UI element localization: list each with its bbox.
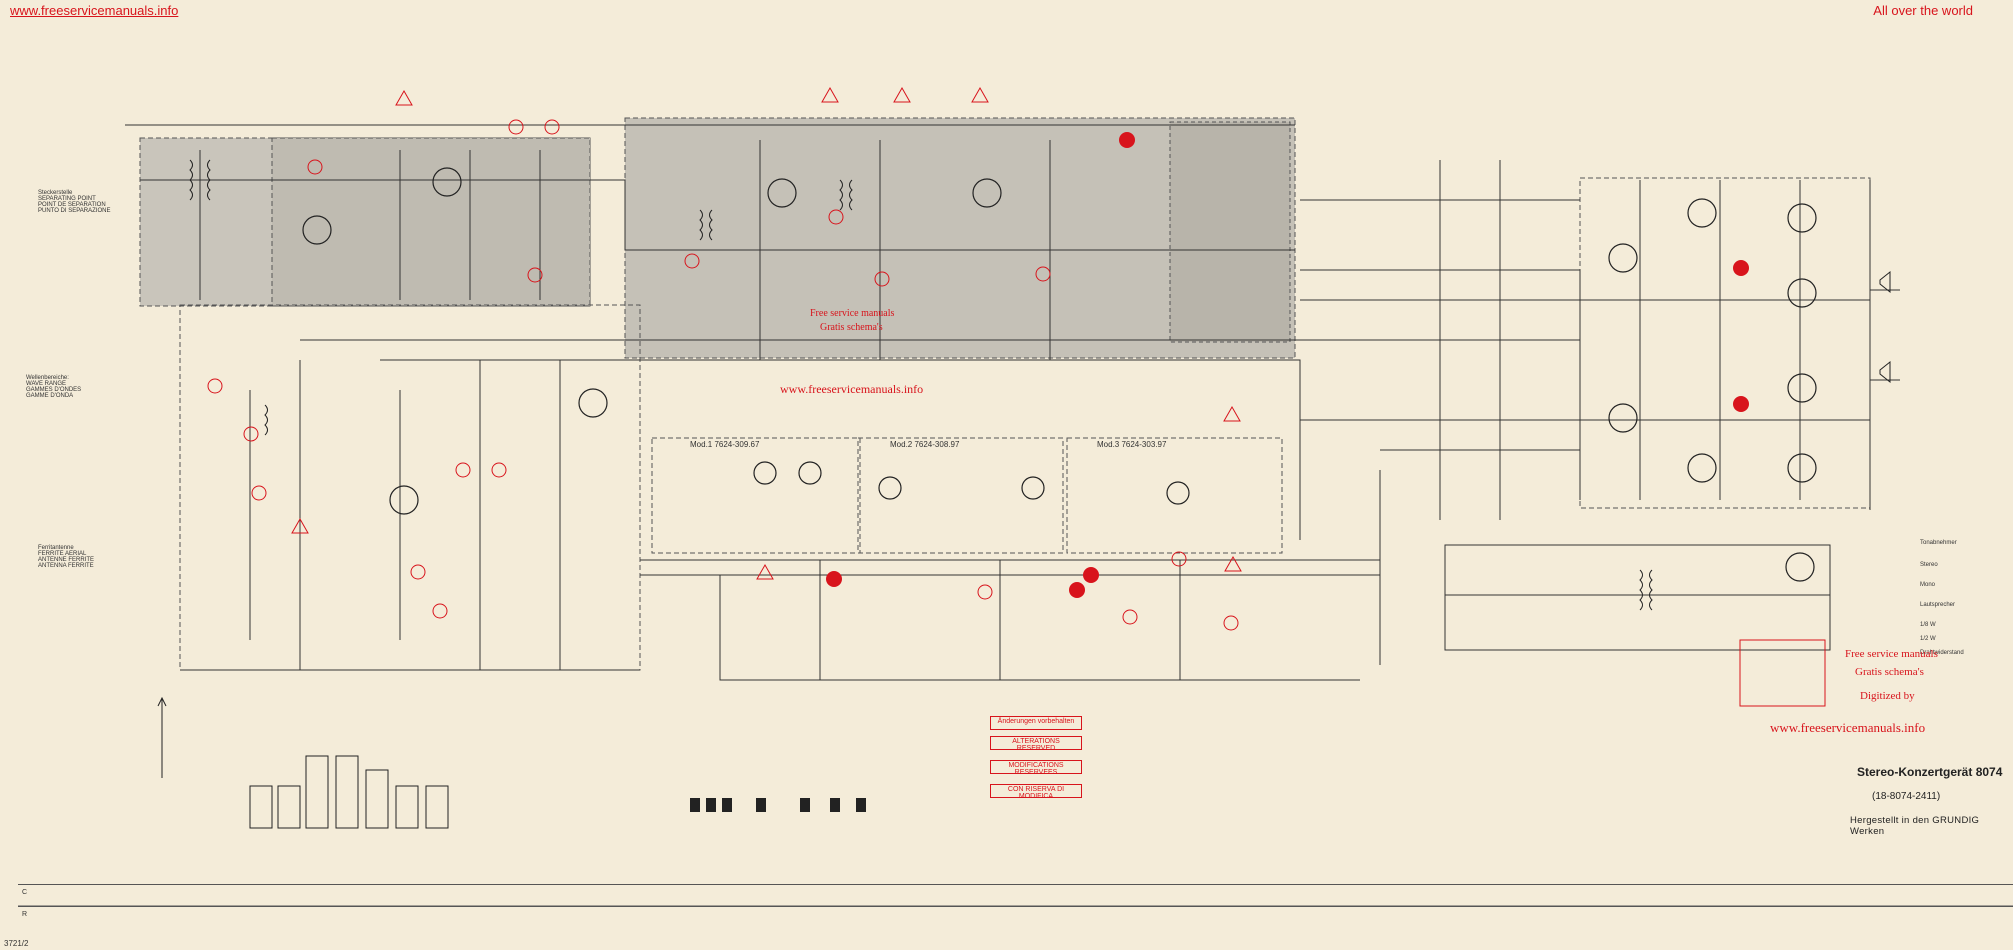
speaker-symbols [1879, 270, 1891, 384]
watermark-center-url: www.freeservicemanuals.info [780, 382, 924, 396]
if-strip [690, 798, 866, 812]
website-link[interactable]: www.freeservicemanuals.info [10, 3, 179, 18]
module-3-label: Mod.3 7624-303.97 [1097, 440, 1167, 449]
legend-stereo: Stereo [1920, 562, 1938, 568]
grid-row-c-label: C [22, 889, 28, 896]
watermark-right-2: Gratis schema's [1855, 666, 1924, 678]
device-model-code: (18-8074-2411) [1872, 791, 1941, 802]
legend-eighth-watt: 1/8 W [1920, 622, 1936, 628]
grid-row-r: R [18, 906, 2013, 927]
power-supply-box [1444, 544, 1831, 651]
watermark-right-1: Free service manuals [1845, 648, 1938, 660]
coils [189, 159, 1653, 611]
legend-half-watt: 1/2 W [1920, 636, 1936, 642]
red-triangles [291, 86, 1242, 580]
rf-stage-section [271, 137, 591, 307]
module-1-label: Mod.1 7624-309.67 [690, 440, 760, 449]
transistors [302, 167, 1817, 582]
watermark-digitized: Digitized by [1860, 690, 1915, 702]
watermark-right-url: www.freeservicemanuals.info [1770, 720, 1926, 735]
page-number: 3721/2 [4, 939, 29, 948]
change-box-fr: MODIFICATIONS RESERVEES [990, 760, 1082, 776]
grid-row-r-label: R [22, 911, 28, 918]
legend-tonabnehmer: Tonabnehmer [1920, 540, 1957, 546]
am-section [179, 304, 641, 671]
watermark-center-2: Gratis schema's [820, 322, 883, 333]
change-box-de: Änderungen vorbehalten [990, 716, 1082, 730]
power-amp-section [1579, 177, 1871, 509]
digitized-stamp-box [1739, 639, 1826, 707]
ferrite-aerial-note: Ferritantenne FERRITE AERIAL ANTENNE FER… [38, 545, 95, 569]
legend-lautsprecher: Lautsprecher [1920, 602, 1956, 608]
manufacturer-line: Hergestellt in den GRUNDIG Werken [1850, 815, 1980, 837]
module-1-box [651, 437, 861, 554]
wave-range-note: Wellenbereiche: WAVE RANGE GAMMES D'ONDE… [26, 375, 82, 399]
red-test-points [826, 132, 1749, 598]
wiring [125, 124, 1900, 681]
red-callout-circles [207, 119, 1239, 631]
separation-point-note: Steckerstelle SEPARATING POINT POINT DE … [38, 190, 111, 214]
legend-wire-resistor: Drahtwiderstand [1920, 650, 1964, 656]
module-2-box [857, 437, 1064, 554]
watermark-center-1: Free service manuals [810, 308, 895, 319]
module-2-label: Mod.2 7624-308.97 [890, 440, 960, 449]
stereo-decoder-section [1169, 121, 1291, 343]
device-title: Stereo-Konzertgerät 8074 [1857, 765, 2003, 779]
change-box-en: ALTERATIONS RESERVED [990, 736, 1082, 752]
module-3-box [1066, 437, 1283, 554]
change-box-it: CON RISERVA DI MODIFICA [990, 784, 1082, 800]
grid-row-c: C [18, 884, 2013, 905]
legend-mono: Mono [1920, 582, 1936, 588]
wave-switch-bank [157, 696, 449, 829]
tagline: All over the world [1873, 3, 1973, 18]
